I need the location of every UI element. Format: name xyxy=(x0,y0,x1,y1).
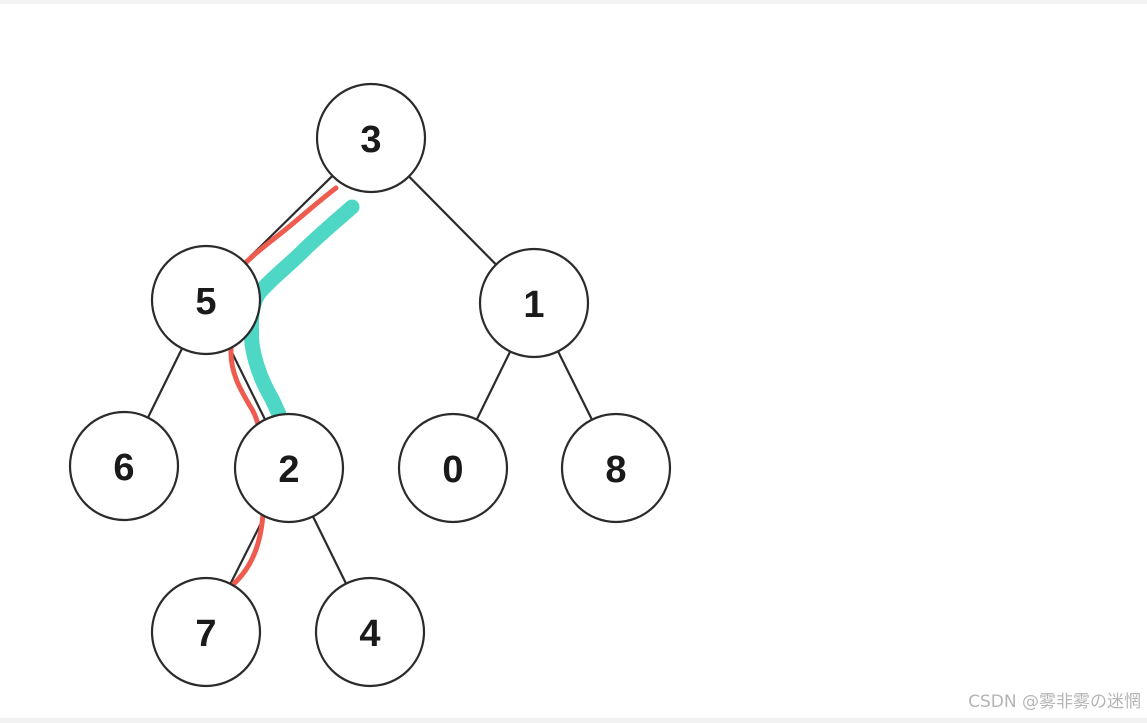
binary-tree-diagram: 3 5 1 6 2 0 8 7 4 xyxy=(68,82,672,688)
tree-edges xyxy=(146,175,593,585)
tree-edge-n2-n4 xyxy=(311,515,348,585)
tree-node-6: 6 xyxy=(68,410,180,522)
tree-node-1: 1 xyxy=(478,247,590,359)
tree-node-label: 8 xyxy=(605,449,626,491)
tree-node-circle xyxy=(314,576,426,688)
tree-node-label: 3 xyxy=(360,119,381,161)
tree-node-5: 5 xyxy=(150,244,262,356)
tree-edge-n5-n6 xyxy=(146,347,184,419)
tree-node-circle xyxy=(478,247,590,359)
tree-node-circle xyxy=(150,244,262,356)
tree-node-8: 8 xyxy=(560,412,672,524)
tree-node-circle xyxy=(560,412,672,524)
tree-node-7: 7 xyxy=(150,576,262,688)
tree-node-label: 4 xyxy=(359,613,380,655)
tree-node-circle xyxy=(150,576,262,688)
tree-node-2: 2 xyxy=(233,412,345,524)
tree-node-3: 3 xyxy=(315,82,427,194)
highlighted-paths xyxy=(217,185,360,599)
tree-node-circle xyxy=(397,412,509,524)
tree-node-label: 6 xyxy=(113,447,134,489)
tree-node-circle xyxy=(233,412,345,524)
tree-node-circle xyxy=(68,410,180,522)
diagram-canvas: 3 5 1 6 2 0 8 7 4 CSDN @雾非雾の迷惘 xyxy=(0,4,1147,718)
tree-node-label: 7 xyxy=(195,613,216,655)
tree-node-label: 0 xyxy=(442,449,463,491)
tree-node-label: 2 xyxy=(278,449,299,491)
tree-nodes: 3 5 1 6 2 0 8 7 4 xyxy=(68,82,672,688)
tree-node-circle xyxy=(315,82,427,194)
tree-edge-n5-n2 xyxy=(228,347,267,421)
tree-node-label: 5 xyxy=(195,281,216,323)
tree-edge-n3-n1 xyxy=(408,175,497,266)
watermark-text: CSDN @雾非雾の迷惘 xyxy=(968,692,1141,712)
red-path-stroke xyxy=(217,185,339,599)
tree-edge-n1-n0 xyxy=(475,350,512,421)
tree-node-4: 4 xyxy=(314,576,426,688)
tree-node-label: 1 xyxy=(523,284,544,326)
tree-node-0: 0 xyxy=(397,412,509,524)
tree-edge-n1-n8 xyxy=(557,350,593,421)
